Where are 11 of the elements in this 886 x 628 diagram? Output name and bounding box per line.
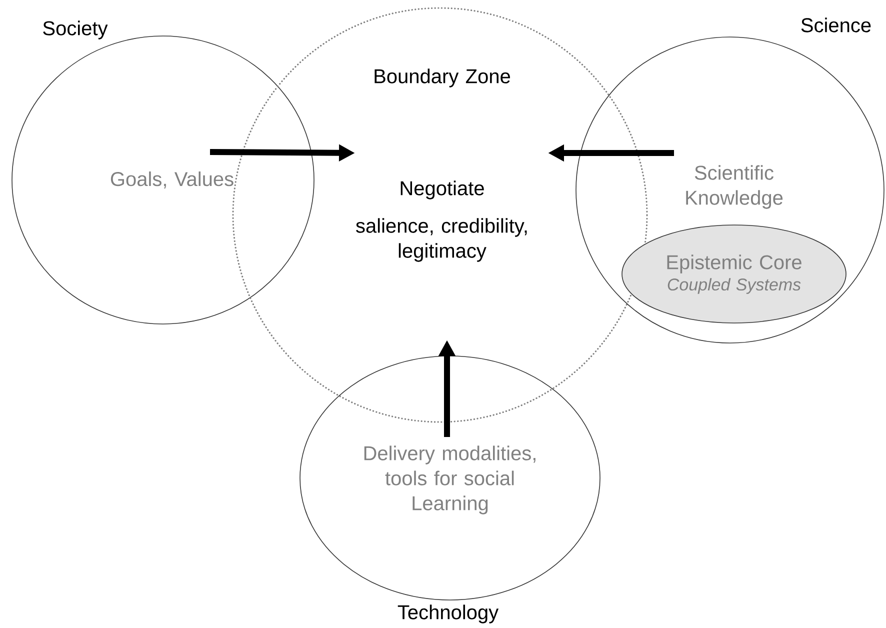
label: Coupled Systems: [668, 278, 801, 294]
label: Negotiate: [400, 180, 484, 200]
label: Science: [801, 18, 871, 32]
label: Technology: [398, 604, 499, 624]
label: Society: [43, 20, 108, 40]
label: Boundary Zone: [374, 68, 510, 88]
label: Epistemic Core: [667, 254, 802, 274]
label: Delivery modalities, tools for social Learning: [364, 446, 536, 514]
label: Scientific Knowledge: [686, 165, 783, 209]
label: salience, credibility, legitimacy: [356, 218, 527, 262]
label: Goals, Values: [110, 171, 234, 189]
